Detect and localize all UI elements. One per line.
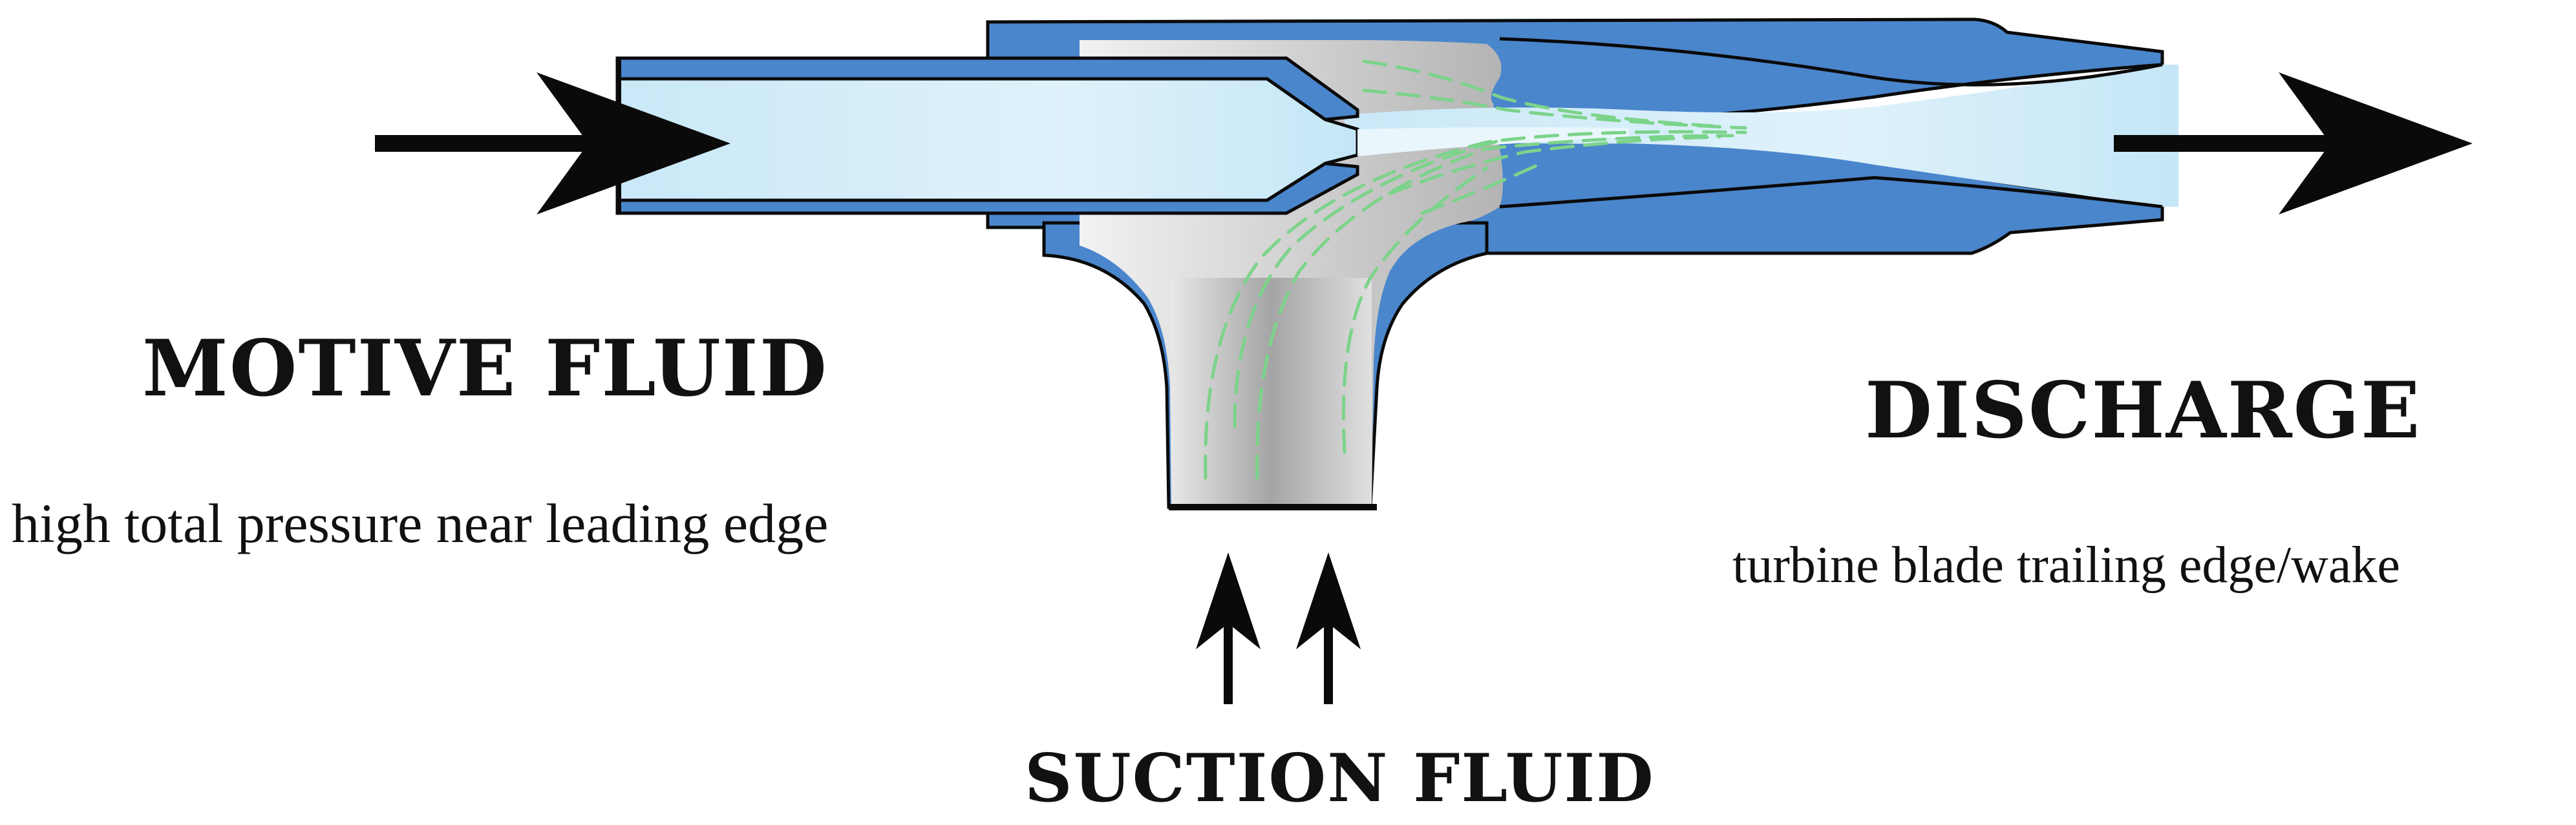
flow-line (1420, 163, 1540, 215)
motive-pipe-fluid (615, 77, 1359, 202)
suction-inlet-edge (1169, 504, 1377, 510)
up-arrow-icon-head (1296, 552, 1361, 649)
flow-line (1255, 134, 1734, 480)
discharge-fluid (1345, 65, 2178, 207)
flow-line (1388, 135, 1721, 196)
up-arrow-icon (1196, 552, 1261, 704)
motive-fluid-subtitle: high total pressure near leading edge (12, 492, 829, 554)
flow-line (1362, 89, 1747, 130)
flow-line (1233, 137, 1508, 428)
suction-pipe-gray (1171, 278, 1372, 507)
flow-lines (1204, 59, 1747, 480)
discharge-subtitle: turbine blade trailing edge/wake (1732, 537, 2400, 594)
right-arrow-icon (2114, 72, 2473, 214)
right-arrow-icon (375, 72, 730, 214)
discharge-title: DISCHARGE (1865, 365, 2422, 456)
right-arrow-icon-head (537, 72, 730, 214)
flow-line (1341, 166, 1489, 454)
diffuser-bottom-edge (1499, 176, 2163, 209)
suction-fluid-title: SUCTION FLUID (1025, 740, 1655, 817)
diffuser-top-edge (1499, 37, 2163, 87)
flow-line (1362, 59, 1715, 128)
motive-fluid-title: MOTIVE FLUID (142, 323, 828, 414)
flow-line (1204, 130, 1747, 480)
right-arrow-icon-head (2279, 72, 2473, 214)
up-arrow-icon (1296, 552, 1361, 704)
up-arrow-icon-head (1196, 552, 1261, 649)
